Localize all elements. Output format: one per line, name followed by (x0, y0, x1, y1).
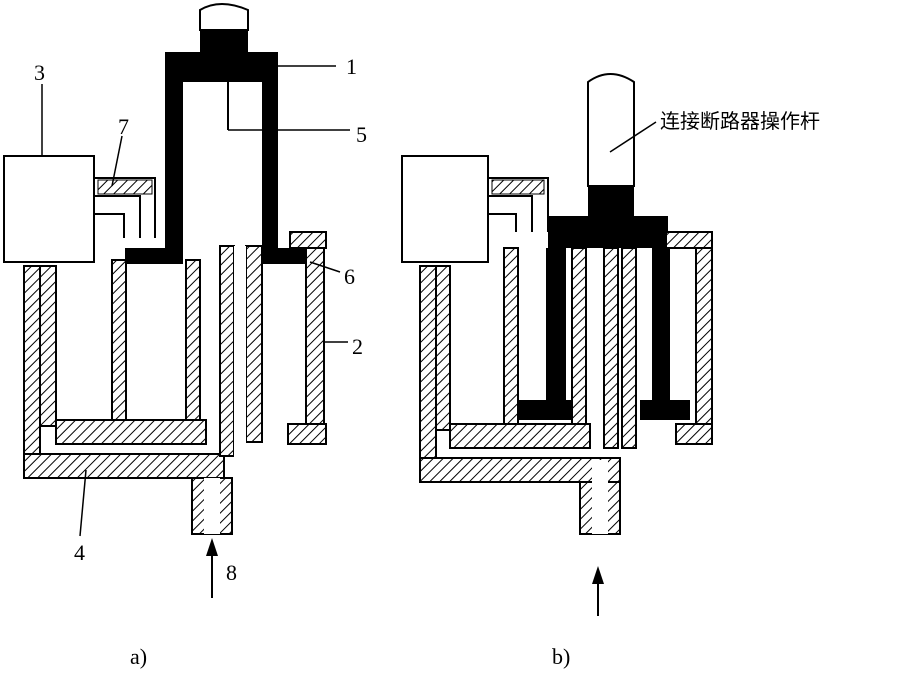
caption-a: a) (130, 644, 147, 669)
piston-1 (165, 52, 278, 248)
operating-rod-a (199, 3, 249, 31)
label-3: 3 (34, 60, 45, 85)
label-4: 4 (74, 540, 85, 565)
figure-a: 1 5 6 2 3 7 4 8 a) (3, 3, 367, 669)
inflow-arrow-b (592, 566, 604, 584)
label-8: 8 (226, 560, 237, 585)
operating-rod-b (587, 73, 635, 187)
accumulator-3 (3, 155, 95, 263)
figure-b: 连接断路器操作杆 b) (401, 73, 820, 669)
piston-b (548, 216, 668, 248)
accumulator-b (401, 155, 489, 263)
label-6: 6 (344, 264, 355, 289)
label-7: 7 (118, 114, 129, 139)
rod-label: 连接断路器操作杆 (660, 109, 820, 133)
cylinder-wall-left-a (23, 265, 41, 457)
label-5: 5 (356, 122, 367, 147)
inflow-arrow-a (206, 538, 218, 556)
label-2: 2 (352, 334, 363, 359)
label-1: 1 (346, 54, 357, 79)
caption-b: b) (552, 644, 570, 669)
